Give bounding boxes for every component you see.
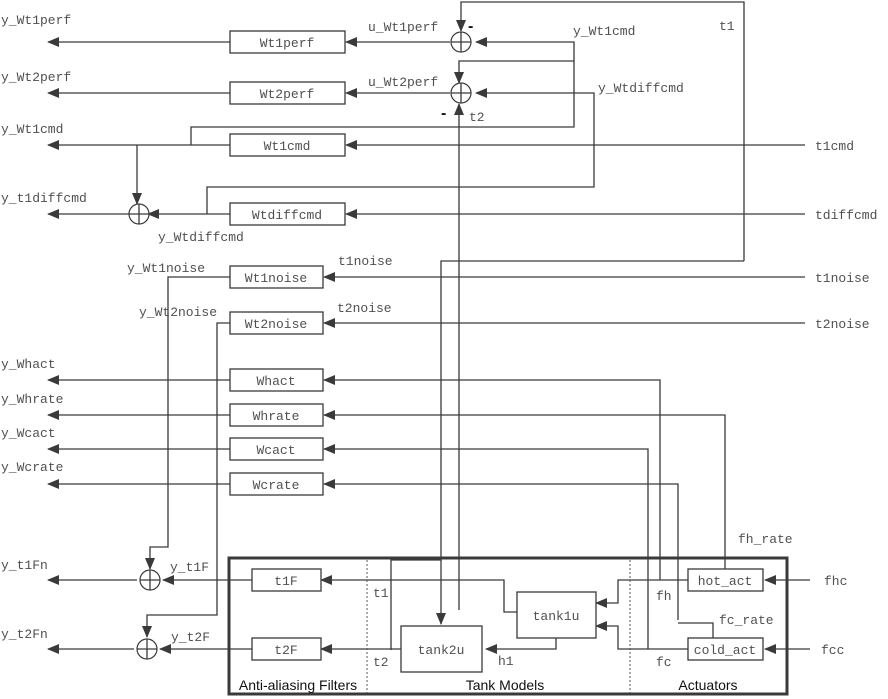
signal-label: fh_rate (738, 532, 793, 547)
block-label: Wt1noise (245, 271, 307, 286)
block-wt1perf[interactable]: Wt1perf (229, 30, 346, 54)
block-cold-act[interactable]: cold_act (687, 637, 764, 661)
signal-label: y_Wt1noise (127, 261, 205, 276)
group-label-filters: Anti-aliasing Filters (239, 677, 357, 693)
sum-junction-perf2[interactable] (450, 82, 472, 104)
output-label: y_t1Fn (1, 558, 48, 573)
wire-fcrate-to-wcrate (323, 479, 679, 620)
wire-y-wt1noise (145, 276, 230, 570)
input-label: fcc (821, 643, 844, 658)
wire-wtdiffcmd-to-sum2 (206, 88, 595, 214)
output-label: y_Wt2perf (1, 70, 71, 85)
wire-y-wt2noise (142, 322, 230, 638)
block-label: Wcact (256, 443, 295, 458)
block-tank2u[interactable]: tank2u (400, 625, 483, 673)
output-label: y_Wt1cmd (1, 122, 63, 137)
signal-label: t1 (373, 586, 389, 601)
wire-fc-rate (678, 622, 714, 638)
block-wt1noise[interactable]: Wt1noise (229, 265, 324, 289)
signal-label: y_t1F (170, 560, 209, 575)
input-label: fhc (824, 574, 847, 589)
signal-label: y_Wt2noise (139, 305, 217, 320)
block-label: Wcrate (253, 478, 300, 493)
block-wcrate[interactable]: Wcrate (229, 472, 324, 496)
output-label: y_Wcact (1, 426, 56, 441)
block-label: Whact (256, 374, 295, 389)
signal-label: t2 (373, 655, 389, 670)
output-label: y_Whact (1, 357, 56, 372)
group-label-actuators: Actuators (678, 677, 737, 693)
wire-wt1cmd-to-sum2 (454, 60, 574, 84)
input-label: t1cmd (815, 139, 854, 154)
sum-junction-t1fn[interactable] (139, 569, 161, 591)
output-label: y_Wt1perf (1, 13, 71, 28)
wire-wt1cmd-to-sum1 (190, 37, 575, 145)
signal-label: fc_rate (719, 613, 774, 628)
wire-fh (595, 579, 688, 608)
wire-fc-to-wcact (323, 444, 649, 649)
block-wt2perf[interactable]: Wt2perf (229, 81, 346, 105)
wire-t1-feedback (456, 1, 745, 261)
signal-label: t2 (469, 110, 485, 125)
summing-junctions: - - (128, 18, 473, 660)
signal-label: fc (656, 655, 672, 670)
block-hot-act[interactable]: hot_act (687, 568, 764, 592)
wire-t1 (320, 575, 517, 613)
block-wcact[interactable]: Wcact (229, 437, 324, 461)
wire-h1 (485, 638, 557, 654)
signal-label: y_Wtdiffcmd (598, 81, 684, 96)
labels: y_Wt1perf y_Wt2perf y_Wt1cmd y_t1diffcmd… (1, 13, 877, 670)
block-label: tank2u (418, 643, 465, 658)
signal-label: t2noise (337, 301, 392, 316)
block-label: Wt1cmd (264, 139, 311, 154)
block-label: hot_act (698, 574, 753, 589)
signal-label: h1 (498, 654, 514, 669)
signal-label: fh (656, 589, 672, 604)
block-label: t1F (274, 574, 297, 589)
output-label: y_t2Fn (1, 627, 48, 642)
block-whrate[interactable]: Whrate (229, 403, 324, 427)
block-label: Wtdiffcmd (252, 208, 322, 223)
sum-junction-t2fn[interactable] (136, 638, 158, 660)
block-label: Wt2perf (260, 87, 315, 102)
signal-label: t1 (719, 19, 735, 34)
plant-frame: Anti-aliasing Filters Tank Models Actuat… (227, 556, 789, 696)
signal-label: y_t2F (171, 630, 210, 645)
block-t2f[interactable]: t2F (251, 637, 322, 661)
output-label: y_t1diffcmd (1, 191, 87, 206)
block-label: t2F (274, 643, 297, 658)
block-wt2noise[interactable]: Wt2noise (229, 311, 324, 335)
signal-label: y_Wtdiffcmd (158, 230, 244, 245)
block-wtdiffcmd[interactable]: Wtdiffcmd (229, 202, 346, 226)
minus-sign-sum1: - (468, 18, 473, 35)
wire-fhrate-to-whrate (323, 410, 726, 570)
sum-junction-perf1[interactable] (450, 31, 472, 53)
block-label: Whrate (253, 409, 300, 424)
block-label: Wt2noise (245, 317, 307, 332)
wires (47, 1, 810, 654)
signal-label: u_Wt2perf (368, 75, 438, 90)
block-tank1u[interactable]: tank1u (516, 591, 597, 639)
wire-fh-to-whact (323, 375, 661, 580)
signal-label: u_Wt1perf (368, 20, 438, 35)
minus-sign-sum2: - (441, 105, 446, 122)
block-wt1cmd[interactable]: Wt1cmd (229, 133, 346, 157)
block-label: Wt1perf (260, 36, 315, 51)
signal-label: y_Wt1cmd (573, 24, 635, 39)
sum-junction-diffcmd[interactable] (128, 203, 150, 225)
output-label: y_Wcrate (1, 460, 63, 475)
input-label: tdiffcmd (815, 208, 877, 223)
output-label: y_Whrate (1, 392, 63, 407)
block-whact[interactable]: Whact (229, 368, 324, 392)
input-label: t1noise (815, 271, 870, 286)
blocks: Wt1perf Wt2perf Wt1cmd Wtdiffcmd Wt1nois… (229, 30, 764, 673)
wire-fc (595, 621, 688, 650)
block-label: tank1u (533, 609, 580, 624)
signal-label: t1noise (338, 254, 393, 269)
input-label: t2noise (815, 317, 870, 332)
group-label-tanks: Tank Models (466, 677, 545, 693)
block-t1f[interactable]: t1F (251, 568, 322, 592)
block-label: cold_act (694, 643, 756, 658)
